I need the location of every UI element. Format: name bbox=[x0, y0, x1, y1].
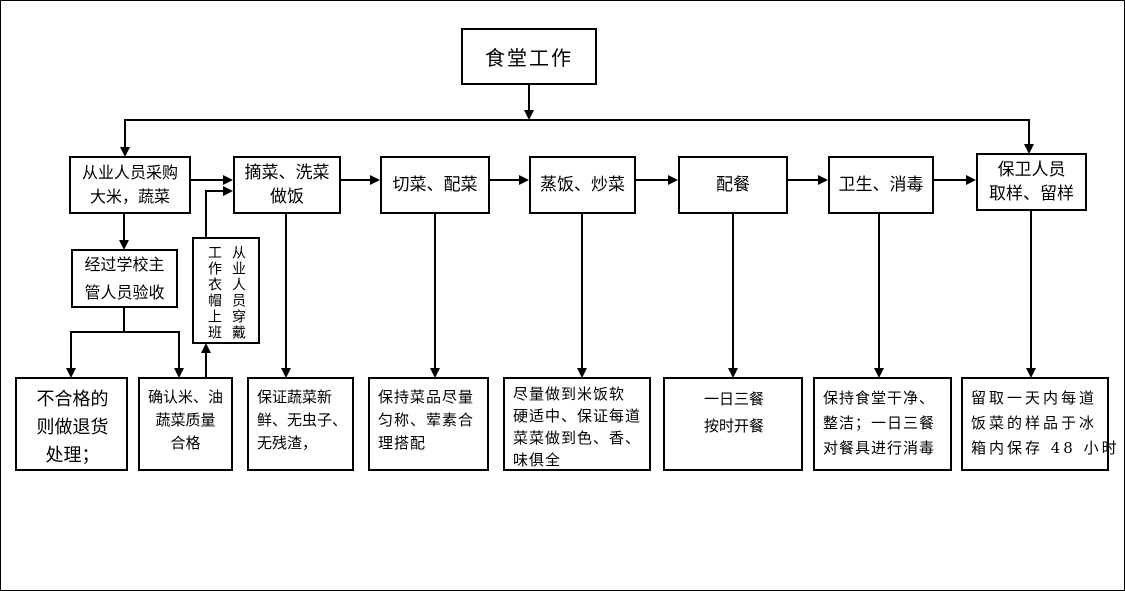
node-line: 取样、留样 bbox=[989, 184, 1074, 204]
node-veg-fresh: 保证蔬菜新 鲜、无虫子、 无残渣， bbox=[247, 377, 354, 471]
node-dish-balance: 保持菜品尽量 匀称、荤素合 理搭配 bbox=[368, 377, 489, 471]
connector-purchasing-to-acceptance bbox=[123, 214, 125, 248]
connector-branch-to-security bbox=[1028, 119, 1030, 152]
node-confirm-quality: 确认米、油 蔬菜质量 合格 bbox=[138, 377, 233, 471]
connector-split-to-confirm bbox=[178, 331, 180, 376]
connector-branch-line bbox=[124, 119, 1030, 121]
node-line: 理搭配 bbox=[378, 434, 427, 452]
node-hygiene-disinfect: 卫生、消毒 bbox=[828, 156, 934, 214]
node-line: 不合格的 bbox=[36, 389, 109, 410]
node-line: 无残渣， bbox=[257, 434, 318, 452]
connector-uniform-to-pickwash bbox=[205, 190, 231, 192]
node-cut-prepare: 切菜、配菜 bbox=[380, 156, 490, 214]
node-canteen-clean: 保持食堂干净、 整洁；一日三餐 对餐具进行消毒 bbox=[813, 377, 952, 471]
node-line: 摘菜、洗菜 bbox=[244, 163, 330, 183]
vertical-text-column: 从业人员穿戴 bbox=[230, 245, 246, 341]
connector-steam-drop bbox=[581, 214, 583, 376]
node-purchasing: 从业人员采购 大米，蔬菜 bbox=[69, 156, 191, 214]
node-line: 保持菜品尽量 bbox=[378, 388, 475, 406]
node-line: 蒸饭、炒菜 bbox=[540, 175, 625, 195]
connector-cut-drop bbox=[434, 214, 436, 376]
connector-steam-to-serving bbox=[636, 179, 676, 181]
node-line: 整洁；一日三餐 bbox=[823, 414, 936, 432]
connector-security-drop bbox=[1030, 211, 1032, 376]
node-pick-wash-cook: 摘菜、洗菜 做饭 bbox=[233, 156, 341, 214]
connector-split-line bbox=[70, 331, 180, 333]
node-line: 保卫人员 bbox=[997, 160, 1066, 180]
node-meals-on-time: 一日三餐 按时开餐 bbox=[663, 377, 803, 471]
node-canteen-work: 食堂工作 bbox=[461, 28, 597, 85]
connector-root-to-branch bbox=[528, 85, 530, 118]
connector-cut-to-steam bbox=[490, 179, 527, 181]
node-line: 确认米、油 bbox=[147, 388, 223, 406]
node-steam-stirfry: 蒸饭、炒菜 bbox=[529, 156, 636, 214]
connector-serving-to-hygiene bbox=[788, 179, 826, 181]
node-uniform: 从业人员穿戴 工作衣帽上班 bbox=[192, 237, 260, 344]
node-line: 匀称、荤素合 bbox=[378, 411, 475, 429]
connector-branch-to-purchasing bbox=[124, 119, 126, 155]
connector-hygiene-to-security bbox=[934, 179, 974, 181]
node-line: 箱内保存 48 小时 bbox=[971, 439, 1120, 457]
node-line: 一日三餐 bbox=[703, 390, 764, 408]
node-line: 从业人员采购 bbox=[81, 163, 178, 182]
node-line: 切菜、配菜 bbox=[392, 175, 478, 195]
node-sample-storage: 留取一天内每道 饭菜的样品于冰 箱内保存 48 小时 bbox=[961, 377, 1117, 471]
connector-confirm-to-uniform bbox=[205, 345, 207, 377]
node-reject-return: 不合格的 则做退货 处理； bbox=[15, 377, 128, 471]
node-line: 合格 bbox=[170, 434, 201, 452]
node-line: 则做退货 bbox=[36, 417, 109, 438]
node-line: 管人员验收 bbox=[84, 282, 165, 302]
connector-split-to-reject bbox=[70, 331, 72, 376]
connector-acceptance-down bbox=[123, 308, 125, 333]
node-line: 处理； bbox=[45, 445, 100, 466]
connector-purchasing-to-pickwash bbox=[191, 179, 231, 181]
node-line: 鲜、无虫子、 bbox=[257, 411, 348, 429]
node-line: 尽量做到米饭软 bbox=[513, 385, 626, 403]
node-line: 味俱全 bbox=[513, 451, 562, 469]
node-label: 食堂工作 bbox=[485, 46, 573, 70]
node-line: 经过学校主 bbox=[84, 254, 165, 274]
node-rice-quality: 尽量做到米饭软 硬适中、保证每道 菜菜做到色、香、 味俱全 bbox=[503, 377, 651, 471]
node-meal-serving: 配餐 bbox=[678, 156, 788, 214]
node-line: 卫生、消毒 bbox=[838, 175, 924, 195]
connector-uniform-up bbox=[205, 190, 207, 237]
node-line: 留取一天内每道 bbox=[971, 389, 1098, 407]
connector-pickwash-drop bbox=[285, 214, 287, 376]
node-line: 配餐 bbox=[716, 175, 750, 195]
node-line: 保证蔬菜新 bbox=[257, 388, 333, 406]
node-line: 蔬菜质量 bbox=[155, 411, 216, 429]
node-line: 硬适中、保证每道 bbox=[513, 407, 642, 425]
connector-hygiene-drop bbox=[878, 214, 880, 376]
node-line: 对餐具进行消毒 bbox=[823, 439, 936, 457]
node-acceptance: 经过学校主 管人员验收 bbox=[71, 249, 178, 308]
node-security-sampling: 保卫人员 取样、留样 bbox=[976, 153, 1087, 211]
vertical-text-column: 工作衣帽上班 bbox=[206, 245, 222, 341]
node-line: 菜菜做到色、香、 bbox=[513, 429, 642, 447]
node-line: 按时开餐 bbox=[703, 417, 764, 435]
node-line: 做饭 bbox=[270, 187, 304, 207]
node-line: 大米，蔬菜 bbox=[89, 187, 170, 206]
connector-pickwash-to-cut bbox=[341, 179, 378, 181]
connector-serving-drop bbox=[732, 214, 734, 376]
node-line: 保持食堂干净、 bbox=[823, 389, 936, 407]
node-line: 饭菜的样品于冰 bbox=[971, 414, 1098, 432]
